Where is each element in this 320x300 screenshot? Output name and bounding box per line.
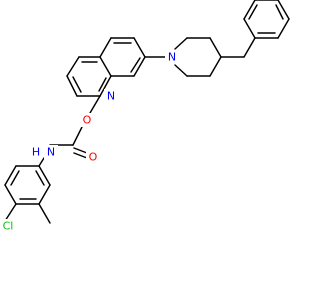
molecule-structure: O N N O N H Cl xyxy=(0,0,290,233)
bond xyxy=(99,37,112,58)
bond xyxy=(66,56,80,77)
bond xyxy=(38,184,51,205)
bond xyxy=(209,37,222,58)
amide-hydrogen-label: H xyxy=(32,146,40,159)
bond xyxy=(174,37,188,50)
bond xyxy=(133,37,146,58)
bond xyxy=(38,203,51,224)
bond xyxy=(73,152,88,159)
bond xyxy=(99,56,112,77)
bond xyxy=(72,124,84,146)
bond xyxy=(4,165,17,186)
label-mask xyxy=(44,145,58,159)
label-mask xyxy=(104,89,118,103)
label-mask xyxy=(86,150,100,164)
bond xyxy=(99,75,112,97)
bond xyxy=(174,64,188,77)
atom-labels: O N N O N H Cl xyxy=(0,50,179,233)
bond xyxy=(73,147,88,154)
bond xyxy=(72,76,82,93)
bond xyxy=(66,75,78,97)
label-mask xyxy=(80,113,94,127)
bond xyxy=(98,77,107,92)
label-mask xyxy=(30,145,42,159)
bond xyxy=(4,203,17,222)
carbonyl-oxygen-label: O xyxy=(89,151,98,164)
label-mask xyxy=(0,219,16,233)
quinoline-nitrogen-label: N xyxy=(107,90,115,103)
bond xyxy=(133,56,146,77)
bond xyxy=(35,170,45,186)
chlorine-label: Cl xyxy=(3,220,14,233)
bond xyxy=(275,4,284,20)
bond xyxy=(10,170,20,186)
bond xyxy=(243,18,256,39)
ether-oxygen-label: O xyxy=(83,114,92,127)
bond xyxy=(38,157,45,167)
bond xyxy=(4,184,17,205)
bond xyxy=(38,165,51,186)
piperidine-nitrogen-label: N xyxy=(168,51,176,64)
bond xyxy=(130,57,141,73)
bond-lines xyxy=(4,0,290,224)
amide-nitrogen-label: N xyxy=(47,146,55,159)
bond xyxy=(243,0,256,20)
label-mask xyxy=(165,50,179,64)
bond xyxy=(277,0,290,20)
bond xyxy=(243,37,256,58)
bond xyxy=(89,95,101,114)
bond xyxy=(209,56,222,77)
bond xyxy=(248,4,258,20)
bond xyxy=(277,18,290,39)
